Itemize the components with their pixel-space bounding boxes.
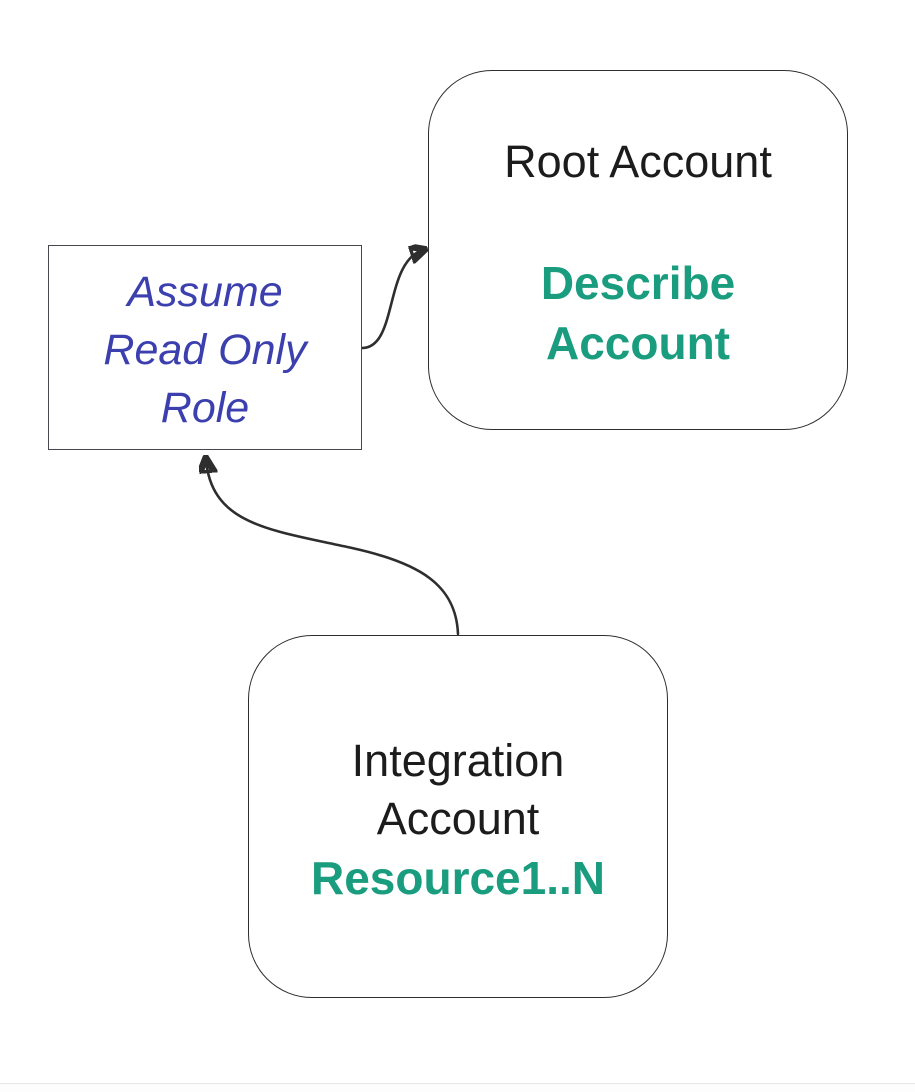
bottom-divider xyxy=(0,1083,915,1092)
edge-integration-to-assume-arrow xyxy=(206,460,460,636)
node-assume-read-only-role: Assume Read Only Role xyxy=(48,245,362,450)
integration-account-action-line: Resource1..N xyxy=(310,852,605,904)
assume-role-label-line: Role xyxy=(160,384,250,432)
root-account-title: Root Account xyxy=(429,133,847,191)
root-account-action: Describe Account xyxy=(429,253,847,373)
node-integration-account: Integration Account Resource1..N xyxy=(248,635,668,998)
assume-role-label-line: Assume xyxy=(127,268,283,316)
node-root-account: Root Account Describe Account xyxy=(428,70,848,430)
assume-role-label: Assume Read Only Role xyxy=(49,263,361,437)
root-account-action-line: Account xyxy=(546,317,730,369)
edge-assume-to-root-arrow xyxy=(360,250,423,350)
integration-account-title-line: Integration xyxy=(351,735,565,786)
root-account-action-line: Describe xyxy=(540,257,736,309)
integration-account-title-line: Account xyxy=(376,793,540,844)
integration-account-action: Resource1..N xyxy=(249,848,667,908)
root-account-title-line: Root Account xyxy=(504,136,772,187)
integration-account-title: Integration Account xyxy=(249,732,667,848)
assume-role-label-line: Read Only xyxy=(103,326,307,374)
